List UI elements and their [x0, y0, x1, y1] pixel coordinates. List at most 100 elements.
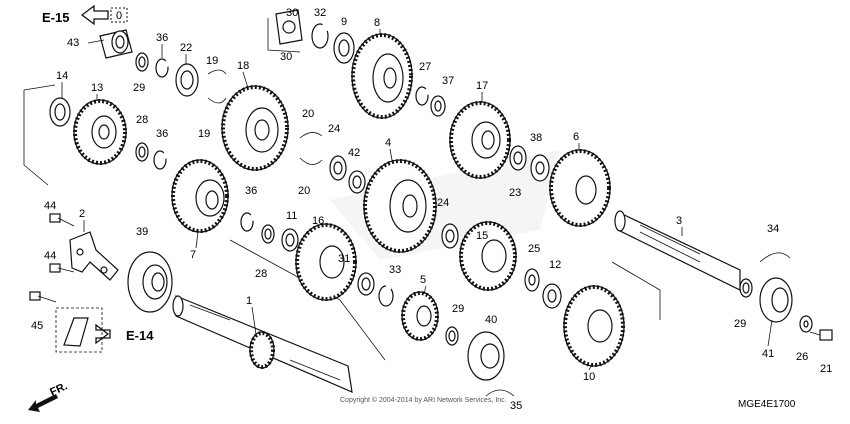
- part-8-gear[interactable]: [351, 33, 413, 119]
- callout-4[interactable]: 4: [385, 137, 391, 149]
- callout-41[interactable]: 41: [762, 348, 774, 360]
- callout-29b[interactable]: 29: [452, 303, 464, 315]
- callout-45[interactable]: 45: [31, 320, 43, 332]
- detent-arm[interactable]: [55, 307, 103, 353]
- callout-43[interactable]: 43: [67, 37, 79, 49]
- callout-37[interactable]: 37: [442, 75, 454, 87]
- part-39-bearing[interactable]: [127, 251, 173, 313]
- part-19-clip[interactable]: [207, 69, 227, 104]
- part-7-gear[interactable]: [171, 159, 229, 233]
- part-26-washer[interactable]: [799, 315, 813, 333]
- part-29-washer-b[interactable]: [739, 278, 753, 298]
- part-29-washer-c[interactable]: [445, 326, 459, 346]
- part-2-plate[interactable]: [69, 231, 119, 281]
- callout-7[interactable]: 7: [190, 249, 196, 261]
- callout-19[interactable]: 19: [206, 55, 218, 67]
- part-31-washer[interactable]: [357, 272, 375, 296]
- part-38-bearing[interactable]: [530, 154, 550, 182]
- part-17-gear[interactable]: [449, 101, 511, 179]
- part-24-washer[interactable]: [329, 155, 347, 181]
- part-1-mainshaft[interactable]: [172, 295, 353, 393]
- part-34-clip[interactable]: [759, 252, 791, 263]
- part-6-gear[interactable]: [549, 149, 611, 227]
- part-11-bearing[interactable]: [281, 228, 299, 252]
- callout-36b[interactable]: 36: [156, 128, 168, 140]
- part-20-clip[interactable]: [299, 132, 323, 165]
- callout-30[interactable]: 30: [280, 51, 292, 63]
- part-37-washer[interactable]: [430, 95, 446, 117]
- part-36-circlip-c[interactable]: [240, 212, 254, 232]
- callout-30-top[interactable]: 30: [286, 7, 298, 19]
- callout-25[interactable]: 25: [528, 243, 540, 255]
- part-27-circlip[interactable]: [415, 86, 429, 106]
- part-10-gear[interactable]: [563, 285, 625, 367]
- callout-1[interactable]: 1: [246, 295, 252, 307]
- callout-2[interactable]: 2: [79, 208, 85, 220]
- callout-16[interactable]: 16: [312, 215, 324, 227]
- callout-23[interactable]: 23: [509, 187, 521, 199]
- part-30-plate[interactable]: [275, 9, 303, 45]
- callout-13[interactable]: 13: [91, 82, 103, 94]
- callout-33[interactable]: 33: [389, 264, 401, 276]
- part-24-washer-b[interactable]: [441, 223, 459, 249]
- callout-5[interactable]: 5: [420, 274, 426, 286]
- callout-8[interactable]: 8: [374, 17, 380, 29]
- callout-29c[interactable]: 29: [734, 318, 746, 330]
- callout-34[interactable]: 34: [767, 223, 779, 235]
- part-40-bearing[interactable]: [467, 331, 505, 381]
- part-4-gear[interactable]: [363, 159, 437, 253]
- callout-14[interactable]: 14: [56, 70, 68, 82]
- callout-12[interactable]: 12: [549, 259, 561, 271]
- callout-22[interactable]: 22: [180, 42, 192, 54]
- callout-6[interactable]: 6: [573, 131, 579, 143]
- callout-20[interactable]: 20: [302, 108, 314, 120]
- callout-19b[interactable]: 19: [198, 128, 210, 140]
- part-41-bearing[interactable]: [759, 277, 793, 323]
- callout-29[interactable]: 29: [133, 82, 145, 94]
- part-45-bolt[interactable]: [29, 291, 57, 303]
- part-16-gear[interactable]: [295, 223, 357, 301]
- part-25-washer[interactable]: [524, 268, 540, 292]
- part-44-bolt[interactable]: [49, 213, 75, 227]
- callout-36[interactable]: 36: [156, 32, 168, 44]
- part-36-circlip[interactable]: [155, 58, 169, 78]
- callout-28[interactable]: 28: [136, 114, 148, 126]
- callout-44b[interactable]: 44: [44, 250, 56, 262]
- callout-15[interactable]: 15: [476, 230, 488, 242]
- part-35-clip[interactable]: [485, 389, 515, 397]
- callout-24[interactable]: 24: [328, 123, 340, 135]
- callout-40[interactable]: 40: [485, 314, 497, 326]
- callout-17[interactable]: 17: [476, 80, 488, 92]
- callout-9[interactable]: 9: [341, 16, 347, 28]
- ref-e15[interactable]: E-15 0: [42, 4, 128, 26]
- part-15-gear[interactable]: [459, 221, 517, 291]
- callout-20b[interactable]: 20: [298, 185, 310, 197]
- part-28-washer[interactable]: [135, 142, 149, 162]
- callout-42[interactable]: 42: [348, 147, 360, 159]
- callout-32[interactable]: 32: [314, 7, 326, 19]
- callout-27[interactable]: 27: [419, 61, 431, 73]
- part-12-bearing[interactable]: [542, 283, 562, 309]
- part-21-bolt[interactable]: [809, 329, 833, 341]
- part-42-bearing[interactable]: [348, 170, 366, 194]
- callout-28b[interactable]: 28: [255, 268, 267, 280]
- callout-21[interactable]: 21: [820, 363, 832, 375]
- callout-44[interactable]: 44: [44, 200, 56, 212]
- part-28-washer-b[interactable]: [261, 224, 275, 244]
- callout-38[interactable]: 38: [530, 132, 542, 144]
- part-33-circlip[interactable]: [378, 285, 394, 307]
- part-23-washer[interactable]: [509, 145, 527, 171]
- part-9-bearing[interactable]: [333, 32, 355, 64]
- part-5-gear[interactable]: [401, 291, 439, 341]
- ref-e14[interactable]: E-14: [95, 323, 154, 345]
- callout-36c[interactable]: 36: [245, 185, 257, 197]
- callout-35[interactable]: 35: [510, 400, 522, 412]
- part-32-circlip[interactable]: [311, 23, 329, 49]
- callout-31[interactable]: 31: [338, 253, 350, 265]
- callout-26[interactable]: 26: [796, 351, 808, 363]
- callout-18[interactable]: 18: [237, 60, 249, 72]
- callout-24b[interactable]: 24: [437, 197, 449, 209]
- callout-10[interactable]: 10: [583, 371, 595, 383]
- callout-3[interactable]: 3: [676, 215, 682, 227]
- part-22-bearing[interactable]: [175, 63, 199, 97]
